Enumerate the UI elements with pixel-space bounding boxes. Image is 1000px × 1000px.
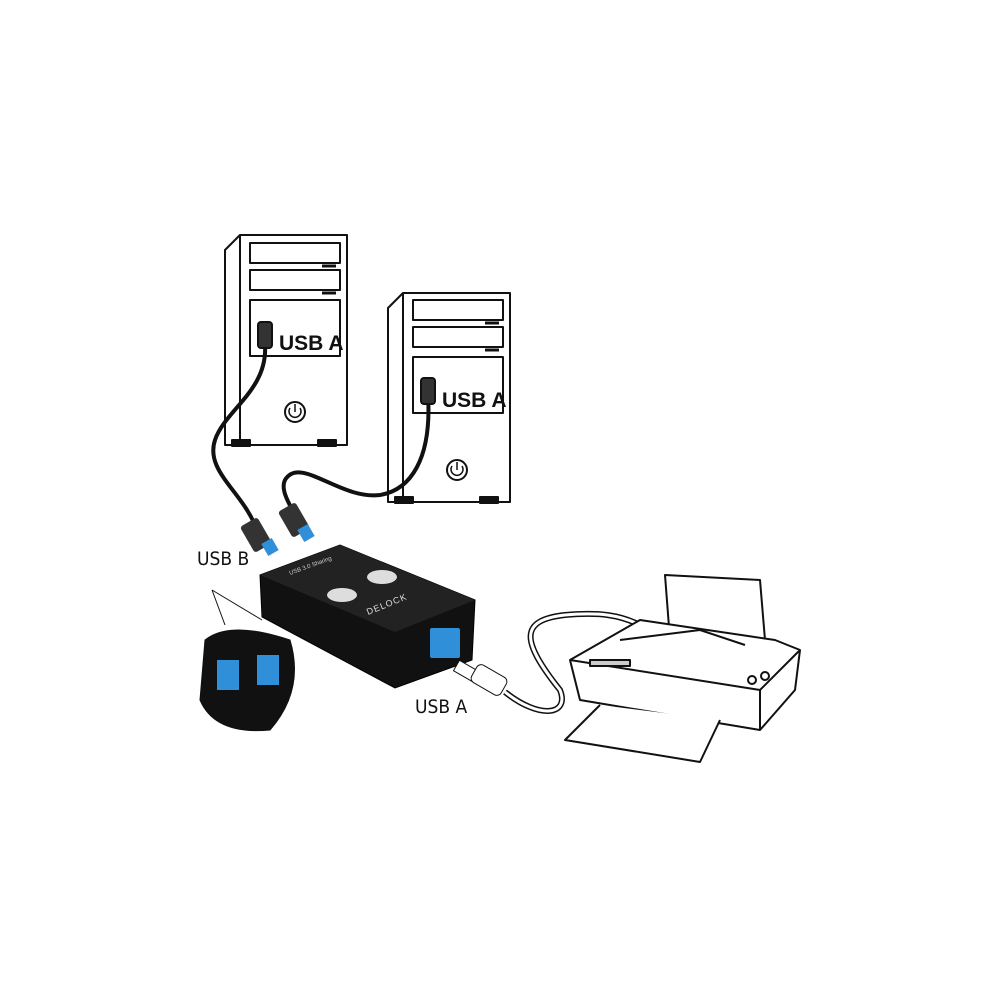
usb-a-port [430, 628, 460, 658]
pc2-port-label: USB A [442, 389, 507, 412]
computer-tower-1 [224, 234, 348, 447]
usb-b-plug-2 [278, 503, 315, 543]
switch-button-2 [367, 570, 397, 584]
pc1-port-label: USB A [279, 332, 344, 355]
usb-sharing-switch: USB 3.0 Sharing DELOCK [259, 544, 476, 689]
power-icon [284, 401, 306, 423]
power-icon [446, 459, 468, 481]
usb-a-plug [452, 659, 508, 696]
printer [564, 574, 801, 763]
usb-a-label: USB A [415, 696, 468, 718]
computer-tower-2 [387, 292, 511, 504]
cable-pc1 [211, 344, 268, 526]
usb-b-label: USB B [197, 548, 249, 570]
usb-b-plug-1 [240, 518, 279, 557]
port-closeup-inset [199, 589, 295, 732]
switch-button-1 [327, 588, 357, 602]
cable-pc2 [281, 394, 431, 516]
